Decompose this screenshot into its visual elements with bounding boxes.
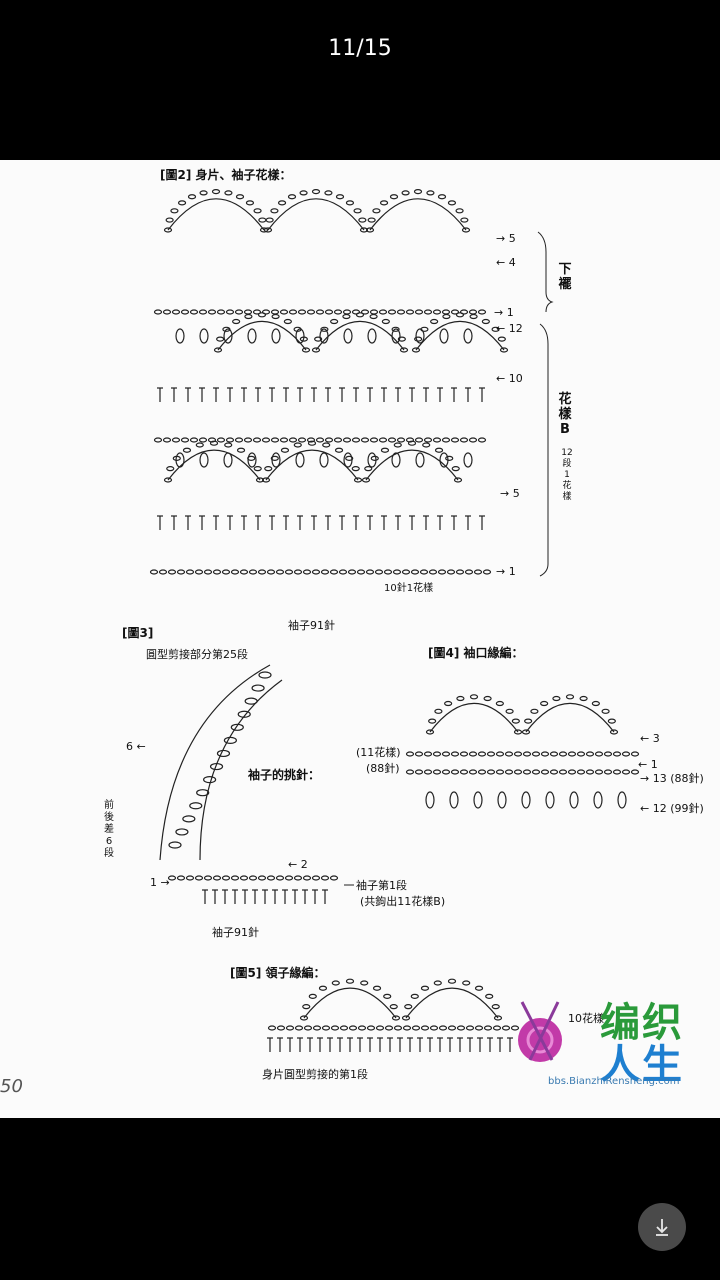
row-label-4: ← 4 — [496, 256, 516, 269]
download-arrow-icon — [656, 1219, 668, 1236]
row-label-12: ← 12 — [496, 322, 523, 335]
figure4-title: [圖4] 袖口緣編： — [428, 646, 524, 660]
sleeve-first-row-note: (共鉤出11花樣B) — [360, 895, 446, 908]
collar-flower-note: 10花樣 — [568, 1012, 604, 1025]
row-label-2: ← 2 — [288, 858, 308, 871]
sleeve-bottom-stitches: 袖子91針 — [212, 926, 259, 939]
yarn-ball-logo — [518, 1001, 562, 1062]
viewer-bottom-bar — [0, 1118, 720, 1280]
book-page-number: 50 — [0, 1076, 23, 1097]
cuff-left-note1: (11花樣) — [356, 746, 401, 759]
watermark-line2: 人生 — [600, 1042, 684, 1088]
row-label-5a: → 5 — [496, 232, 516, 245]
cuff-left-note2: (88針) — [366, 762, 400, 775]
cuff-row-1: ← 1 — [638, 758, 658, 771]
watermark-url: bbs.BianzhiRensheng.com — [548, 1076, 680, 1087]
watermark-line1: 编织 — [600, 1000, 684, 1046]
page-counter: 11/15 — [328, 36, 392, 61]
figure3-title: [圖3] — [122, 626, 154, 640]
viewer-top-bar: 11/15 — [0, 0, 720, 160]
row-label-5b: → 5 — [500, 487, 520, 500]
row-label-1c: 1 → — [150, 876, 170, 889]
row-label-1b: → 1 — [496, 565, 516, 578]
sleeve-first-row: 袖子第1段 — [356, 879, 407, 892]
figure2-title: [圖2] 身片、袖子花樣： — [160, 168, 292, 182]
sleeve-pickup-label: 袖子的挑針： — [248, 768, 321, 782]
collar-bottom-note: 身片圓型剪接的第1段 — [262, 1068, 368, 1081]
row-label-10: ← 10 — [496, 372, 523, 385]
figure5-title: [圖5] 領子緣編： — [230, 966, 326, 980]
row-label-1a: → 1 — [494, 306, 514, 319]
cuff-row-3: ← 3 — [640, 732, 660, 745]
repeat-note: 10針1花樣 — [384, 583, 434, 594]
section-pattern-b: 花樣B — [558, 392, 572, 437]
curve-note: 圓型剪接部分第25段 — [146, 648, 248, 661]
front-back-diff-note: 前後差6段 — [104, 800, 114, 859]
cuff-row-12: ← 12 (99針) — [640, 802, 704, 815]
crochet-diagram-drawing — [149, 189, 640, 1052]
section-pattern-note: 12段1花樣 — [561, 448, 573, 502]
cuff-row-13: → 13 (88針) — [640, 772, 704, 785]
sleeve-top-stitches: 袖子91針 — [288, 619, 335, 632]
bracket-pattern — [539, 323, 549, 577]
row-label-6: 6 ← — [126, 740, 146, 753]
bracket-lower — [537, 231, 554, 313]
crochet-chart-image[interactable]: [圖2] 身片、袖子花樣： → 5 ← 4 → 1 ← 12 ← 10 → 5 … — [0, 160, 720, 1118]
section-lower: 下襬 — [558, 262, 572, 292]
download-button[interactable] — [638, 1203, 686, 1251]
